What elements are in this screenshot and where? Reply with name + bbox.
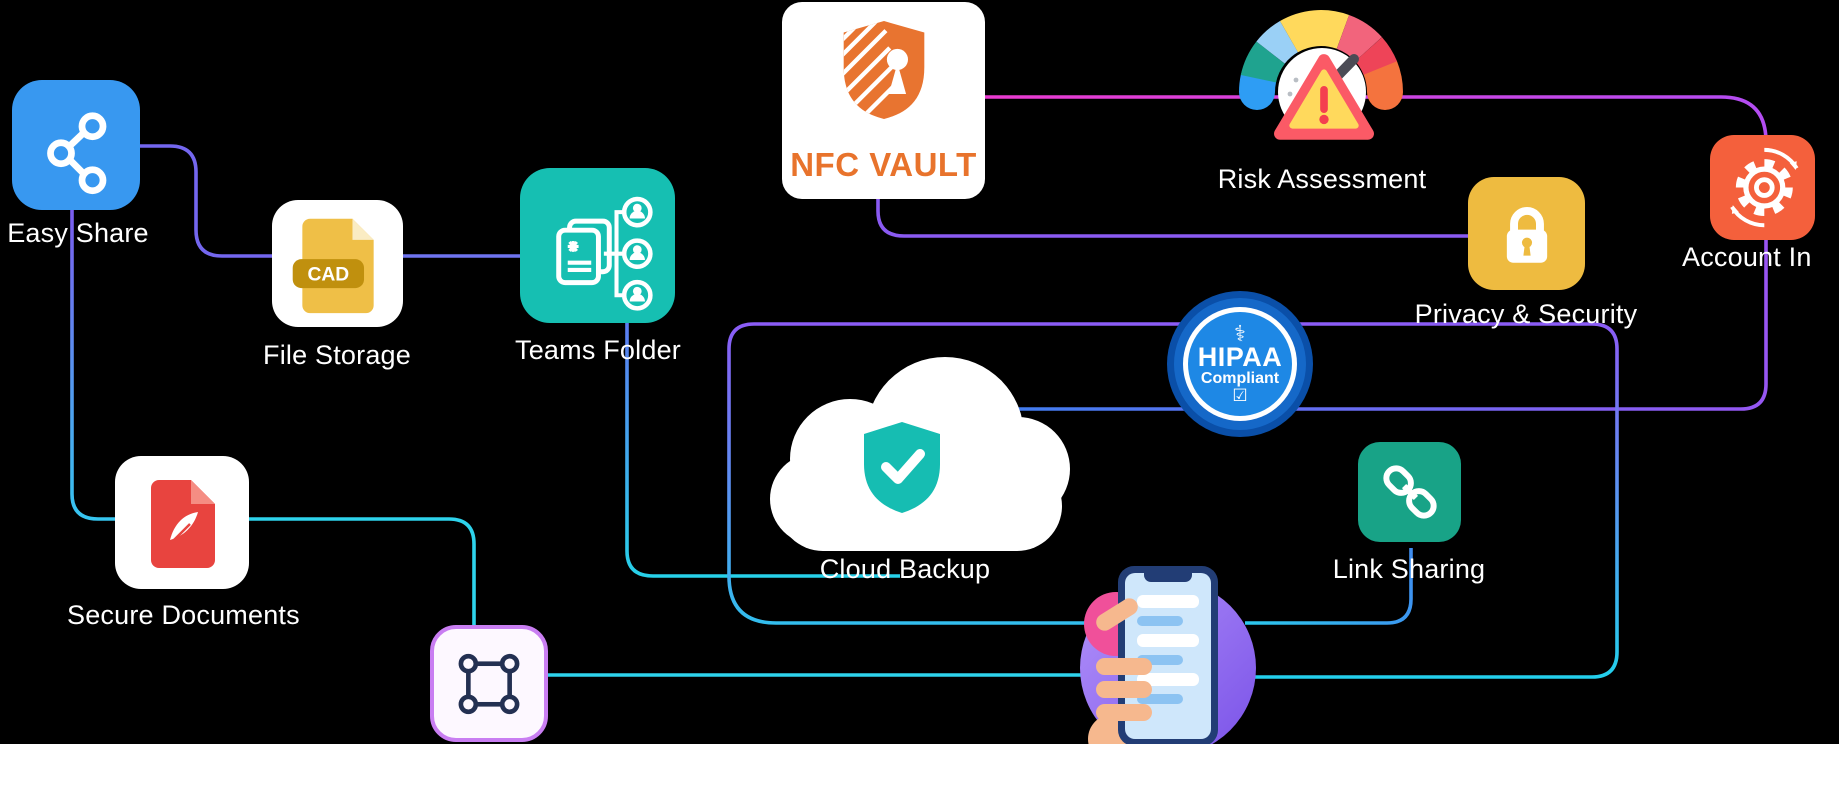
privacy-security-tile [1468,177,1585,290]
hipaa-badge: ⚕ HIPAA Compliant ☑ [1167,291,1313,437]
diagram-canvas: Easy Share CAD File Storage [0,0,1839,744]
caduceus-icon: ⚕ [1234,320,1246,346]
vector-square-tile [430,625,548,742]
hipaa-subtitle: Compliant [1200,369,1280,387]
hand-finger [1096,658,1152,675]
cad-badge-text: CAD [307,264,349,285]
connector-nfc-account [985,95,1768,143]
pdf-document-icon [151,479,215,568]
teams-folder-label: Teams Folder [515,335,681,365]
nfc-vault-label: NFC VAULT [790,146,977,183]
lock-icon [1506,206,1547,263]
node-cloud-backup: Cloud Backup [770,357,1070,597]
warning-triangle-icon [1274,54,1374,140]
secure-documents-tile [115,456,249,589]
teams-folder-icon [555,196,653,311]
risk-assessment-label: Risk Assessment [1217,164,1427,194]
share-icon [47,112,107,195]
account-label: Account In [1682,242,1812,272]
shield-keyhole-icon [843,21,924,119]
connector-account-cloud [985,240,1768,411]
node-teams-folder: Teams Folder [515,168,681,365]
node-secure-documents: Secure Documents [67,456,300,630]
connector-phone-linksharing [1245,548,1413,625]
hipaa-title: HIPAA [1197,341,1283,372]
hipaa-inner-circle: ⚕ HIPAA Compliant ☑ [1188,312,1292,416]
file-storage-label: File Storage [263,340,411,370]
teams-folder-tile [520,168,675,323]
account-tile [1710,135,1815,240]
node-easy-share: Easy Share [7,80,149,248]
node-link-sharing: Link Sharing [1333,442,1485,584]
connector-securedocs-vectorsquare [249,517,476,625]
page-footer-strip [0,744,1839,793]
connector-easyshare-filestorage [140,144,272,258]
secure-documents-label: Secure Documents [67,600,300,630]
connector-teams-cloud [625,323,900,578]
node-risk-assessment: Risk Assessment [1218,0,1426,200]
file-storage-tile: CAD [272,200,403,327]
connector-wires [70,95,1768,679]
link-sharing-tile [1358,442,1461,542]
cad-file-icon: CAD [292,218,374,313]
phone-in-hand-illustration [1078,566,1258,744]
connector-phone-loop [727,322,1619,679]
gear-sync-icon [1729,147,1798,227]
node-account [1710,135,1815,240]
smartphone-notch [1144,573,1192,582]
privacy-security-label: Privacy & Security [1414,299,1638,329]
checkbox-icon: ☑ [1232,385,1248,405]
link-icon [1382,465,1437,519]
vector-square-icon [458,653,520,714]
hand-finger [1096,704,1152,721]
node-vector-square [430,625,548,742]
node-file-storage: CAD File Storage [263,200,411,370]
node-privacy-security: Privacy & Security [1415,177,1637,329]
connector-nfc-privacy [876,199,1468,238]
node-nfc-vault: NFC VAULT [782,2,985,199]
shield-check-icon [864,422,940,513]
link-sharing-label: Link Sharing [1332,554,1486,584]
connector-easyshare-securedocs [70,210,115,521]
easy-share-tile [12,80,140,210]
easy-share-label: Easy Share [7,218,149,248]
hand-finger [1096,681,1152,698]
cloud-backup-label: Cloud Backup [819,554,991,584]
